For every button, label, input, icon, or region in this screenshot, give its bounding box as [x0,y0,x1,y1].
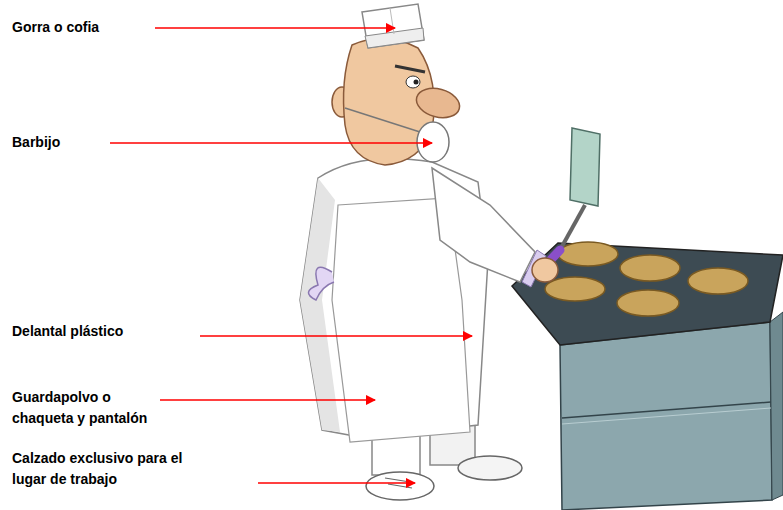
callout-label: Guardapolvo o chaqueta y pantalón [12,387,162,429]
callout-label: Calzado exclusivo para el lugar de traba… [12,448,212,490]
callout-label: Gorra o cofia [12,17,212,38]
spatula-blade [570,128,600,206]
hand [532,258,558,282]
pancake [545,277,605,301]
apron-string [308,267,334,300]
callout-label: Delantal plástico [12,321,212,342]
pancake [620,255,680,281]
pupil [414,80,419,85]
pancake [688,268,748,294]
shoe [366,472,434,500]
griddle-drawer-highlight [562,408,771,424]
face-mask [417,122,449,162]
leader-arrow [200,335,472,337]
cap-fold [390,8,394,34]
nose [413,84,463,122]
coat-sleeve [432,168,535,282]
griddle-top [512,243,783,345]
griddle-side [770,312,783,500]
pancake [558,242,618,266]
griddle-body [560,322,772,510]
leader-arrow [160,399,375,401]
leader-arrow [258,482,415,484]
shoe [458,456,522,480]
spatula-shaft [560,205,585,250]
eye [406,76,420,88]
leader-arrow [110,142,432,144]
callout-label: Barbijo [12,132,132,153]
cap-band [365,28,424,48]
pancake [617,290,679,316]
chef-cap [362,4,424,48]
leader-arrow [155,27,395,29]
mask-string [345,108,420,132]
eyebrow [395,66,425,72]
